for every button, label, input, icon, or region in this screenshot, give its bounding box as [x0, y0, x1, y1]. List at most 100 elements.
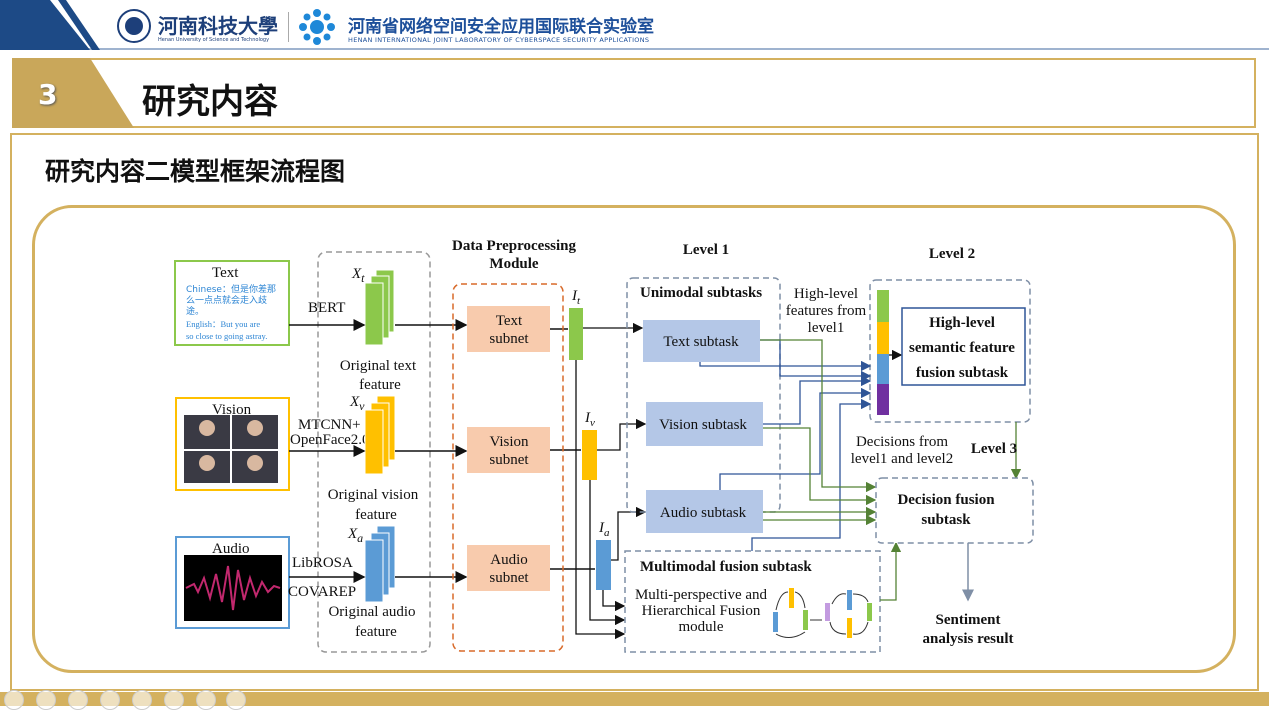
lab-en: HENAN INTERNATIONAL JOINT LABORATORY OF …	[348, 36, 650, 44]
level3-note: level1 and level2	[851, 451, 953, 467]
openface-label: OpenFace2.0	[290, 432, 370, 448]
lab-logo-icon	[299, 9, 335, 45]
fused-feature-bar	[877, 290, 889, 415]
text-subnet: Text subnet	[467, 306, 550, 352]
svg-text:subnet: subnet	[489, 570, 529, 586]
svg-text:Text subtask: Text subtask	[663, 334, 739, 350]
sentiment-result: analysis result	[923, 631, 1014, 647]
university-logo-icon	[117, 9, 151, 43]
multimodal-desc: module	[679, 619, 724, 635]
preprocess-group	[452, 283, 564, 652]
text-feature-label: Original text	[340, 358, 417, 374]
multimodal-group	[624, 550, 881, 653]
librosa-label: LibROSA	[292, 555, 353, 571]
slides-overview-button[interactable]	[100, 690, 120, 710]
vision-feature-stack	[364, 395, 396, 475]
university-en: Henan University of Science and Technolo…	[158, 37, 270, 43]
content-panel	[10, 133, 1259, 691]
sentiment-result: Sentiment	[936, 612, 1001, 628]
page-subtitle: 研究内容二模型框架流程图	[45, 157, 346, 186]
fusion-module-icon	[773, 588, 872, 638]
mtcnn-label: MTCNN+	[298, 417, 361, 433]
level2-note: High-level	[794, 286, 858, 302]
diagram-frame	[32, 205, 1236, 673]
pointer-button[interactable]	[196, 690, 216, 710]
decision-box-text: subtask	[921, 512, 971, 528]
text-sample-cn: 途。	[186, 305, 204, 317]
section-title-bar	[12, 58, 1256, 128]
audio-subtask: Audio subtask	[646, 490, 763, 533]
svg-text:subnet: subnet	[489, 331, 529, 347]
text-sample-cn: 么一点点就会走入歧	[186, 294, 267, 306]
svg-text:Text: Text	[496, 313, 523, 329]
multimodal-desc: Multi-perspective and	[635, 587, 768, 603]
it-label: It	[571, 288, 581, 307]
vision-subtask: Vision subtask	[646, 402, 763, 446]
level1-label: Level 1	[683, 242, 729, 258]
xa-label: Xa	[347, 526, 363, 545]
audio-feature-label: feature	[355, 624, 397, 640]
next-slide-button[interactable]	[36, 690, 56, 710]
text-feature-stack	[364, 269, 395, 346]
audio-subnet: Audio subnet	[467, 545, 550, 591]
level2-box-text: High-level	[929, 315, 995, 331]
preprocess-title: Data Preprocessing	[452, 238, 577, 254]
vision-input-box: Vision	[175, 397, 290, 491]
section-number-badge	[12, 58, 134, 128]
level2-box-text: fusion subtask	[916, 365, 1009, 381]
text-sample-cn: Chinese：但是你差那	[186, 283, 276, 295]
it-bar	[569, 308, 583, 360]
vision-subnet: Vision subnet	[467, 427, 550, 473]
ia-bar	[596, 540, 611, 590]
xv-label: Xv	[349, 394, 365, 413]
vision-input-title: Vision	[212, 402, 252, 418]
video-frames-image	[184, 415, 278, 483]
level2-label: Level 2	[929, 246, 975, 262]
level2-note: features from	[786, 303, 867, 319]
more-options-button[interactable]	[226, 690, 246, 710]
text-input-title: Text	[212, 265, 239, 281]
svg-text:Vision: Vision	[489, 434, 529, 450]
audio-feature-label: Original audio	[328, 604, 415, 620]
text-subtask: Text subtask	[643, 320, 760, 362]
text-sample-en: so close to going astray.	[186, 331, 267, 341]
text-feature-label: feature	[359, 377, 401, 393]
text-input-box: Text Chinese：但是你差那 么一点点就会走入歧 途。 English：…	[174, 260, 290, 346]
feature-extraction-group	[317, 251, 431, 653]
level3-label: Level 3	[971, 441, 1017, 457]
lab-name: 河南省网络空间安全应用国际联合实验室	[348, 17, 654, 37]
covarep-label: COVAREP	[288, 584, 356, 600]
decision-box-text: Decision fusion	[897, 492, 995, 508]
vision-feature-label: Original vision	[328, 487, 419, 503]
svg-text:subnet: subnet	[489, 452, 529, 468]
xt-label: Xt	[351, 266, 365, 285]
audio-input-box: Audio	[175, 536, 290, 629]
iv-bar	[582, 430, 597, 480]
unimodal-group	[626, 277, 781, 513]
ia-label: Ia	[598, 520, 610, 539]
decision-fusion-subtask	[875, 477, 1034, 544]
prev-slide-button[interactable]	[4, 690, 24, 710]
multimodal-title: Multimodal fusion subtask	[640, 559, 812, 575]
section-title: 研究内容	[142, 82, 278, 122]
level3-note: Decisions from	[856, 434, 948, 450]
level2-box-text: semantic feature	[909, 340, 1015, 356]
university-name: 河南科技大學	[158, 14, 278, 38]
svg-text:Vision subtask: Vision subtask	[659, 417, 747, 433]
high-level-fusion-subtask	[901, 307, 1026, 386]
subtitle-button[interactable]	[164, 690, 184, 710]
pen-tool-button[interactable]	[68, 690, 88, 710]
zoom-button[interactable]	[132, 690, 152, 710]
vision-feature-label: feature	[355, 507, 397, 523]
audio-feature-stack	[364, 525, 396, 603]
bottom-bar	[0, 692, 1269, 706]
svg-text:Audio subtask: Audio subtask	[660, 505, 747, 521]
svg-text:Audio: Audio	[490, 552, 528, 568]
preprocess-title: Module	[489, 256, 539, 272]
text-sample-en: English：But you are	[186, 319, 260, 329]
section-number: 3	[38, 78, 58, 111]
level2-group	[869, 279, 1031, 423]
unimodal-group-title: Unimodal subtasks	[640, 285, 762, 301]
audio-input-title: Audio	[212, 541, 250, 557]
